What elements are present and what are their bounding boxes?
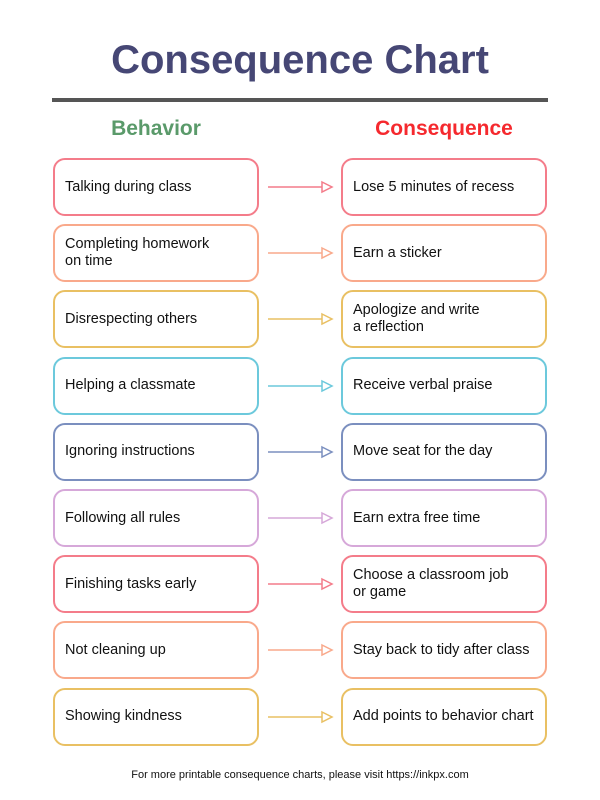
arrow-icon bbox=[268, 644, 334, 657]
behavior-box: Disrespecting others bbox=[53, 290, 259, 349]
consequence-box: Earn a sticker bbox=[341, 224, 547, 283]
consequence-text: Stay back to tidy after class bbox=[353, 641, 530, 658]
consequence-text: Lose 5 minutes of recess bbox=[353, 178, 515, 195]
behavior-text: Following all rules bbox=[65, 509, 181, 526]
behavior-header: Behavior bbox=[111, 117, 201, 140]
behavior-box: Not cleaning up bbox=[53, 621, 259, 680]
chart-row: Helping a classmate Receive verbal prais… bbox=[0, 356, 600, 415]
chart-row: Ignoring instructions Move seat for the … bbox=[0, 422, 600, 481]
behavior-box: Finishing tasks early bbox=[53, 555, 259, 614]
consequence-box: Receive verbal praise bbox=[341, 356, 547, 415]
consequence-box: Apologize and write a reflection bbox=[341, 290, 547, 349]
behavior-box: Showing kindness bbox=[53, 687, 259, 746]
consequence-box: Add points to behavior chart bbox=[341, 687, 547, 746]
behavior-text: Finishing tasks early bbox=[65, 575, 197, 592]
consequence-box: Stay back to tidy after class bbox=[341, 621, 547, 680]
consequence-header: Consequence bbox=[375, 117, 513, 140]
chart-row: Not cleaning up Stay back to tidy after … bbox=[0, 621, 600, 680]
arrow-icon bbox=[268, 710, 334, 723]
behavior-text: Not cleaning up bbox=[65, 641, 166, 658]
consequence-text: Add points to behavior chart bbox=[353, 708, 534, 725]
chart-row: Completing homework on time Earn a stick… bbox=[0, 224, 600, 283]
behavior-text: Showing kindness bbox=[65, 708, 182, 725]
behavior-box: Talking during class bbox=[53, 158, 259, 216]
consequence-text: Earn extra free time bbox=[353, 509, 481, 526]
behavior-box: Ignoring instructions bbox=[53, 422, 259, 481]
consequence-box: Choose a classroom job or game bbox=[341, 555, 547, 614]
behavior-text: Completing homework on time bbox=[65, 236, 210, 270]
behavior-text: Talking during class bbox=[65, 178, 192, 195]
arrow-icon bbox=[268, 511, 334, 525]
arrow-icon bbox=[268, 180, 334, 194]
consequence-text: Apologize and write a reflection bbox=[353, 302, 480, 336]
behavior-box: Completing homework on time bbox=[53, 224, 259, 283]
arrow-icon bbox=[268, 313, 334, 326]
chart-row: Showing kindness Add points to behavior … bbox=[0, 687, 600, 746]
consequence-text: Receive verbal praise bbox=[353, 377, 493, 394]
chart-row: Talking during class Lose 5 minutes of r… bbox=[0, 158, 600, 216]
footer-text: For more printable consequence charts, p… bbox=[131, 769, 469, 781]
behavior-text: Helping a classmate bbox=[65, 377, 196, 394]
arrow-icon bbox=[268, 577, 334, 591]
page-title: Consequence Chart bbox=[111, 38, 489, 82]
chart-row: Finishing tasks early Choose a classroom… bbox=[0, 555, 600, 614]
consequence-box: Move seat for the day bbox=[341, 422, 547, 481]
arrow-icon bbox=[268, 246, 334, 260]
arrow-icon bbox=[268, 445, 334, 459]
title-divider bbox=[52, 98, 548, 102]
arrow-icon bbox=[268, 379, 334, 392]
consequence-box: Lose 5 minutes of recess bbox=[341, 158, 547, 216]
behavior-box: Helping a classmate bbox=[53, 356, 259, 415]
behavior-box: Following all rules bbox=[53, 489, 259, 547]
chart-row: Disrespecting others Apologize and write… bbox=[0, 290, 600, 349]
consequence-text: Choose a classroom job or game bbox=[353, 567, 509, 601]
consequence-box: Earn extra free time bbox=[341, 489, 547, 547]
consequence-text: Earn a sticker bbox=[353, 244, 442, 261]
consequence-text: Move seat for the day bbox=[353, 443, 493, 460]
behavior-text: Disrespecting others bbox=[65, 310, 198, 327]
behavior-text: Ignoring instructions bbox=[65, 443, 195, 460]
chart-row: Following all rules Earn extra free time bbox=[0, 489, 600, 547]
